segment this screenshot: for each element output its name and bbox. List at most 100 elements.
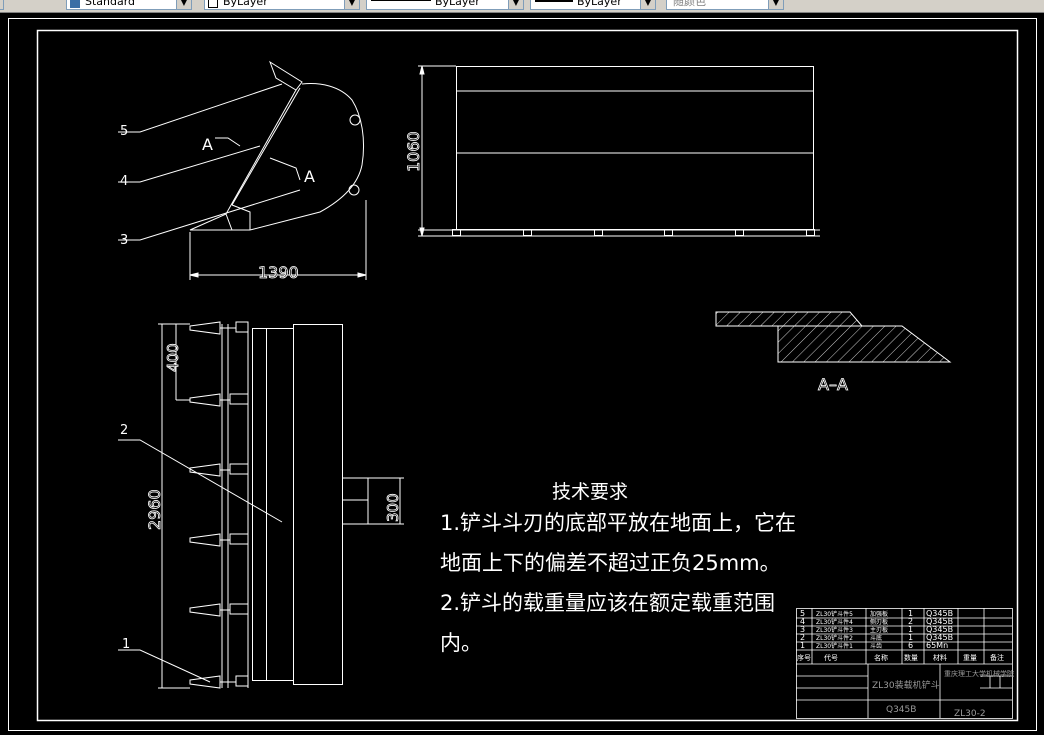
text-style-dropdown[interactable]: Standard ▼	[66, 0, 192, 10]
section-mark-upper: A	[202, 135, 213, 154]
row-2-mat: Q345B	[926, 633, 953, 642]
leader-5-label: 5	[120, 124, 128, 139]
chevron-down-icon[interactable]: ▼	[344, 0, 359, 9]
row-5-name: 加强板	[870, 610, 888, 618]
header-qty: 数量	[904, 653, 918, 662]
hinge-pin-upper	[349, 114, 361, 126]
layer-value: ByLayer	[223, 0, 268, 8]
section-a-a	[715, 311, 952, 363]
drawing-name: ZL30装载机铲斗	[872, 679, 940, 691]
rear-foot	[735, 229, 744, 236]
row-3-name: 主刃板	[870, 626, 888, 634]
row-2-qty: 1	[908, 633, 913, 642]
leader-2	[118, 439, 283, 523]
tooth-3	[189, 463, 221, 477]
properties-toolbar: ▼ Standard ▼ ByLayer ▼ ByLayer ▼ ByLayer…	[0, 0, 1044, 13]
tooth-holder	[229, 463, 249, 475]
drawing-number: ZL30-2	[954, 709, 986, 719]
dim-300-lines	[368, 477, 404, 525]
chevron-down-icon[interactable]: ▼	[508, 0, 523, 9]
row-5-mat: Q345B	[926, 609, 953, 618]
color-dropdown[interactable]: 随颜色 ▼	[666, 0, 784, 10]
dim-1060-lines	[418, 65, 456, 236]
material-value: Q345B	[886, 705, 916, 715]
requirements-line-3: 2.铲斗的载重量应该在额定载重范围	[440, 591, 775, 615]
leader-1	[118, 649, 211, 683]
rear-foot	[806, 229, 815, 236]
section-cut-upper	[215, 137, 241, 147]
title-block-lower	[796, 664, 1012, 718]
row-1-code: ZL30铲斗件1	[816, 642, 853, 650]
top-view	[118, 321, 404, 689]
rear-view	[418, 65, 820, 237]
chevron-down-icon[interactable]: ▼	[640, 0, 655, 9]
dim-400-text: 400	[164, 343, 182, 372]
row-4-code: ZL30铲斗件4	[816, 618, 853, 626]
header-no: 序号	[797, 653, 811, 662]
row-4-no: 4	[800, 617, 805, 626]
bucket-back-plate-inner	[225, 89, 297, 215]
bucket-shell	[249, 83, 365, 231]
lineweight-value: ByLayer	[577, 0, 622, 8]
chevron-down-icon[interactable]: ▼	[0, 0, 3, 9]
dim-1060-text: 1060	[404, 131, 423, 172]
leader-3	[118, 189, 301, 241]
rear-base-lines	[418, 229, 820, 237]
tooth-holder	[229, 533, 249, 545]
rear-panel-lines	[456, 90, 813, 154]
leader-3-label: 3	[120, 233, 128, 248]
chevron-down-icon[interactable]: ▼	[176, 0, 191, 9]
title-block-text: 5 ZL30铲斗件5 加强板 1 Q345B 4 ZL30铲斗件4 侧刃板 2 …	[797, 609, 1014, 719]
row-1-mat: 65Mn	[926, 641, 948, 650]
company-name: 重庆理工大学机械学院	[944, 669, 1014, 678]
row-1-no: 1	[800, 641, 805, 650]
side-view	[118, 60, 367, 280]
leader-5	[118, 83, 283, 133]
tooth-5	[189, 603, 221, 617]
toolbar-partial-dropdown[interactable]: ▼	[0, 0, 4, 10]
header-weight: 重量	[963, 654, 977, 662]
drawing-frame	[36, 29, 1019, 722]
rear-foot	[523, 229, 532, 236]
layer-icon	[208, 0, 218, 8]
row-5-code: ZL30铲斗件5	[816, 610, 853, 618]
title-block	[796, 608, 1013, 719]
section-upper-plate	[715, 311, 864, 327]
rear-foot	[664, 229, 673, 236]
dim-1390-text: 1390	[258, 263, 299, 282]
top-edge-lines	[221, 324, 249, 688]
color-value: 随颜色	[673, 0, 706, 8]
lineweight-dropdown[interactable]: ByLayer ▼	[530, 0, 656, 10]
rear-foot	[452, 229, 461, 236]
dim-1060-arrows	[419, 65, 425, 237]
leader-1-label: 1	[122, 637, 130, 652]
row-2-no: 2	[800, 633, 805, 642]
header-material: 材料	[933, 653, 947, 662]
title-block-rows	[796, 617, 1012, 665]
top-bracket	[342, 477, 369, 525]
sheet-border	[8, 18, 1037, 731]
section-lower-plate	[777, 325, 952, 363]
section-cut-lower	[269, 157, 301, 181]
dim-2960-text: 2960	[145, 489, 164, 530]
rear-foot	[594, 229, 603, 236]
dim-1390-arrows	[189, 272, 367, 278]
row-2-code: ZL30铲斗件2	[816, 634, 853, 642]
row-4-name: 侧刃板	[870, 618, 888, 626]
row-4-mat: Q345B	[926, 617, 953, 626]
tooth-6	[189, 675, 221, 689]
row-2-name: 斗底	[870, 634, 882, 642]
tooth-holder	[229, 603, 249, 615]
leader-2-label: 2	[120, 423, 128, 438]
hinge-pin-lower	[348, 184, 360, 196]
linetype-dropdown[interactable]: ByLayer ▼	[366, 0, 524, 10]
layer-dropdown[interactable]: ByLayer ▼	[204, 0, 360, 10]
header-code: 代号	[824, 653, 838, 662]
row-3-mat: Q345B	[926, 625, 953, 634]
chevron-down-icon[interactable]: ▼	[768, 0, 783, 9]
row-4-qty: 2	[908, 617, 913, 626]
modelspace-background	[0, 13, 1044, 735]
drawing-canvas[interactable]: 5 4 3 A A 1390 1060	[0, 13, 1044, 735]
dim-400-lines	[175, 324, 190, 401]
text-style-icon	[70, 0, 80, 8]
